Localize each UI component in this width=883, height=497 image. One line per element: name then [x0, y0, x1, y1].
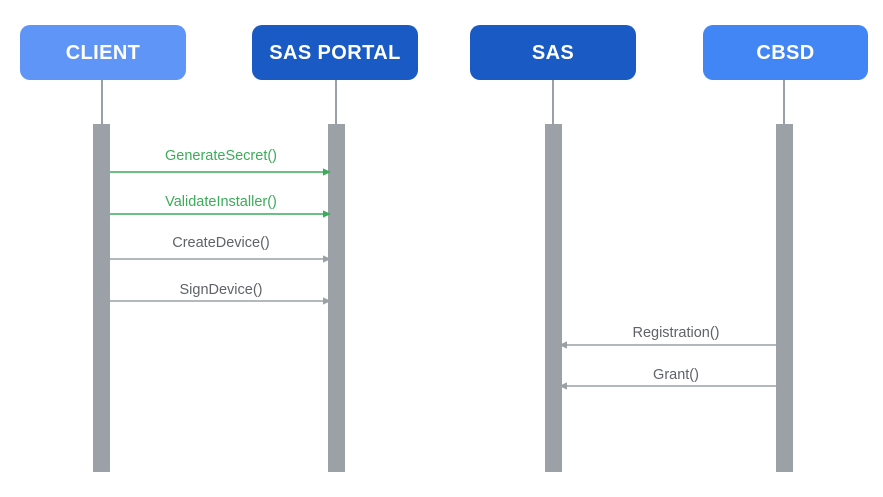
actor-box-cbsd[interactable]: CBSD	[703, 25, 868, 80]
actor-label-sas-portal: SAS PORTAL	[269, 41, 401, 64]
message-arrow-validate-installer	[110, 208, 331, 220]
message-label-sign-device: SignDevice()	[179, 282, 263, 298]
message-arrow-create-device	[110, 253, 331, 265]
message-label-grant: Grant()	[653, 367, 699, 383]
actor-box-client[interactable]: CLIENT	[20, 25, 186, 80]
activation-bar-client	[93, 124, 110, 472]
lifeline-cbsd	[783, 80, 785, 124]
message-label-validate-installer: ValidateInstaller()	[165, 194, 277, 210]
actor-label-sas: SAS	[531, 41, 575, 64]
message-label-registration: Registration()	[632, 325, 720, 341]
activation-bar-sas	[545, 124, 562, 472]
activation-bar-sas-portal	[328, 124, 345, 472]
lifeline-sas	[552, 80, 554, 124]
message-label-create-device: CreateDevice()	[172, 235, 270, 251]
actor-box-sas-portal[interactable]: SAS PORTAL	[252, 25, 418, 80]
message-arrow-registration	[559, 339, 780, 351]
actor-box-sas[interactable]: SAS	[470, 25, 636, 80]
message-arrow-sign-device	[110, 295, 331, 307]
lifeline-client	[101, 80, 103, 124]
actor-label-cbsd: CBSD	[756, 41, 815, 64]
message-arrow-generate-secret	[110, 166, 331, 178]
actor-label-client: CLIENT	[65, 41, 141, 64]
message-label-generate-secret: GenerateSecret()	[164, 148, 278, 164]
lifeline-sas-portal	[335, 80, 337, 124]
activation-bar-cbsd	[776, 124, 793, 472]
message-arrow-grant	[559, 380, 780, 392]
